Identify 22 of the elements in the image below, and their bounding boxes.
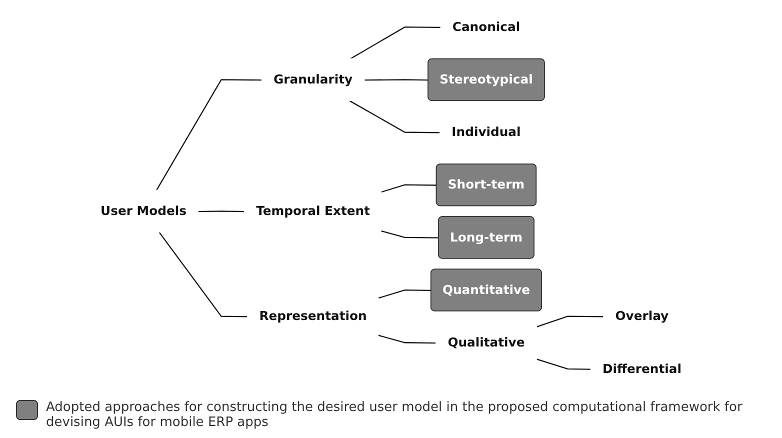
connector bbox=[158, 232, 248, 318]
connector bbox=[364, 79, 428, 81]
node-text: Canonical bbox=[452, 19, 520, 34]
connector bbox=[350, 100, 440, 134]
node-text: Differential bbox=[602, 361, 682, 376]
connector bbox=[350, 26, 442, 60]
connector bbox=[378, 334, 436, 344]
connector bbox=[380, 184, 437, 193]
connector bbox=[536, 358, 592, 370]
connector bbox=[536, 316, 604, 328]
connector bbox=[156, 79, 262, 191]
node-text: Representation bbox=[259, 308, 367, 324]
node-text: Qualitative bbox=[448, 334, 525, 350]
node-text: Granularity bbox=[273, 72, 353, 87]
node-text: Temporal Extent bbox=[256, 203, 370, 218]
legend-text: Adopted approaches for constructing the desired user model in the proposed computational framework for devising AUIs for mobile ERP apps bbox=[46, 400, 744, 430]
node-text: Individual bbox=[452, 124, 521, 140]
node-text: Overlay bbox=[615, 308, 669, 324]
connector bbox=[378, 289, 432, 299]
connector bbox=[198, 210, 245, 212]
node-text: User Models bbox=[100, 203, 186, 218]
connector bbox=[381, 230, 439, 238]
